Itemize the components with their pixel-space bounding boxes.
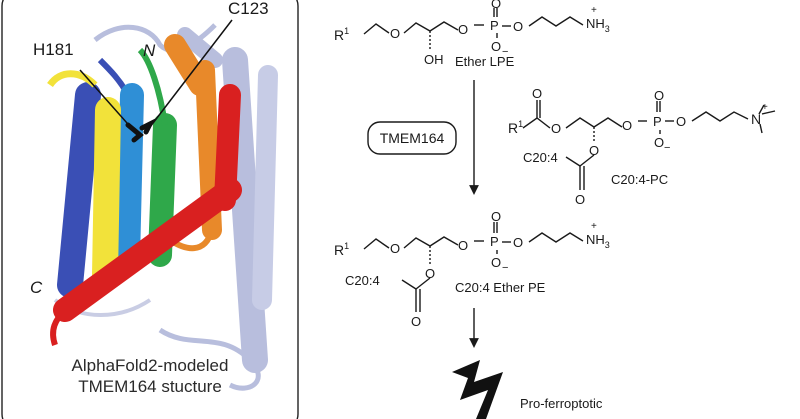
pe-acyl-label: C20:4 bbox=[345, 273, 380, 288]
pe-phosphate-o1: O bbox=[458, 238, 468, 253]
enzyme-label: TMEM164 bbox=[380, 130, 445, 146]
pc-phosphate-minus: − bbox=[664, 142, 670, 154]
pe-amine-plus: + bbox=[591, 221, 597, 232]
pc-acyl-label: C20:4 bbox=[523, 150, 558, 165]
caption-line-1: AlphaFold2-modeled bbox=[71, 356, 229, 375]
c123-pointer bbox=[149, 19, 233, 128]
pe-phosphate-minus: − bbox=[502, 262, 508, 274]
pc-phosphate-o1: O bbox=[622, 118, 632, 133]
lpe-phosphate-o-bottom: O bbox=[491, 39, 501, 54]
pe-ether-o: O bbox=[390, 241, 400, 256]
donor-name: C20:4-PC bbox=[611, 172, 668, 187]
pe-phosphate-o-bottom: O bbox=[491, 255, 501, 270]
lpe-phosphate-minus: − bbox=[502, 46, 508, 58]
pe-phosphorus: P bbox=[490, 234, 499, 249]
c123-label: C123 bbox=[228, 0, 269, 18]
lightning-bolt-icon bbox=[452, 360, 503, 419]
structure-caption: AlphaFold2-modeled TMEM164 stucture bbox=[2, 355, 298, 397]
lpe-phosphorus: P bbox=[490, 18, 499, 33]
lpe-phosphate-o-top: O bbox=[491, 0, 501, 11]
pe-sn2-o: O bbox=[425, 266, 435, 281]
pc-carbonyl-o: O bbox=[532, 86, 542, 101]
pe-r1: R1 bbox=[334, 241, 349, 258]
pe-phosphate-o-top: O bbox=[491, 209, 501, 224]
pc-r1: R1 bbox=[508, 119, 523, 136]
lpe-oh: OH bbox=[424, 52, 444, 67]
lpe-phosphate-o2: O bbox=[513, 19, 523, 34]
pc-acyl-carbonyl-o: O bbox=[575, 192, 585, 207]
structure-panel-frame bbox=[1, 0, 299, 419]
helix-red bbox=[50, 84, 242, 346]
caption-line-2: TMEM164 stucture bbox=[78, 377, 222, 396]
pc-ester-o: O bbox=[551, 121, 561, 136]
lpe-ether-o: O bbox=[390, 26, 400, 41]
lpe-r1: R1 bbox=[334, 26, 349, 43]
lpe-phosphate-o1: O bbox=[458, 22, 468, 37]
lpe-amine: NH3 bbox=[586, 16, 610, 34]
pc-phosphate-o2: O bbox=[676, 114, 686, 129]
structure-panel: C123 H181 N C bbox=[1, 0, 299, 419]
pe-amine: NH3 bbox=[586, 232, 610, 250]
c20-4-pc-structure bbox=[522, 100, 776, 190]
helix-green bbox=[137, 47, 177, 267]
pe-acyl-carbonyl-o: O bbox=[411, 314, 421, 329]
pe-phosphate-o2: O bbox=[513, 235, 523, 250]
product-name: C20:4 Ether PE bbox=[455, 280, 546, 295]
pc-phosphate-o-top: O bbox=[654, 88, 664, 103]
protein-ribbon bbox=[47, 23, 278, 391]
n-terminus-label: N bbox=[143, 41, 156, 60]
pc-phosphorus: P bbox=[653, 114, 662, 129]
enzyme-box bbox=[367, 121, 457, 155]
helix-light-blue bbox=[116, 83, 144, 272]
c-terminus-label: C bbox=[30, 278, 43, 297]
pc-phosphate-o-bottom: O bbox=[654, 135, 664, 150]
reaction-scheme: R1 O OH O P O O − O NH3 + Ether LPE TMEM… bbox=[334, 0, 776, 419]
substrate-name: Ether LPE bbox=[455, 54, 515, 69]
pc-sn2-o: O bbox=[589, 143, 599, 158]
lpe-amine-plus: + bbox=[591, 5, 597, 16]
c20-4-ether-pe-structure bbox=[363, 222, 584, 312]
outcome-label: Pro-ferroptotic bbox=[520, 396, 603, 411]
pc-choline-plus: + bbox=[762, 102, 768, 113]
h181-label: H181 bbox=[33, 40, 74, 59]
ether-lpe-structure bbox=[363, 8, 584, 51]
pc-choline-n: N bbox=[751, 111, 761, 127]
h181-pointer bbox=[79, 69, 136, 133]
